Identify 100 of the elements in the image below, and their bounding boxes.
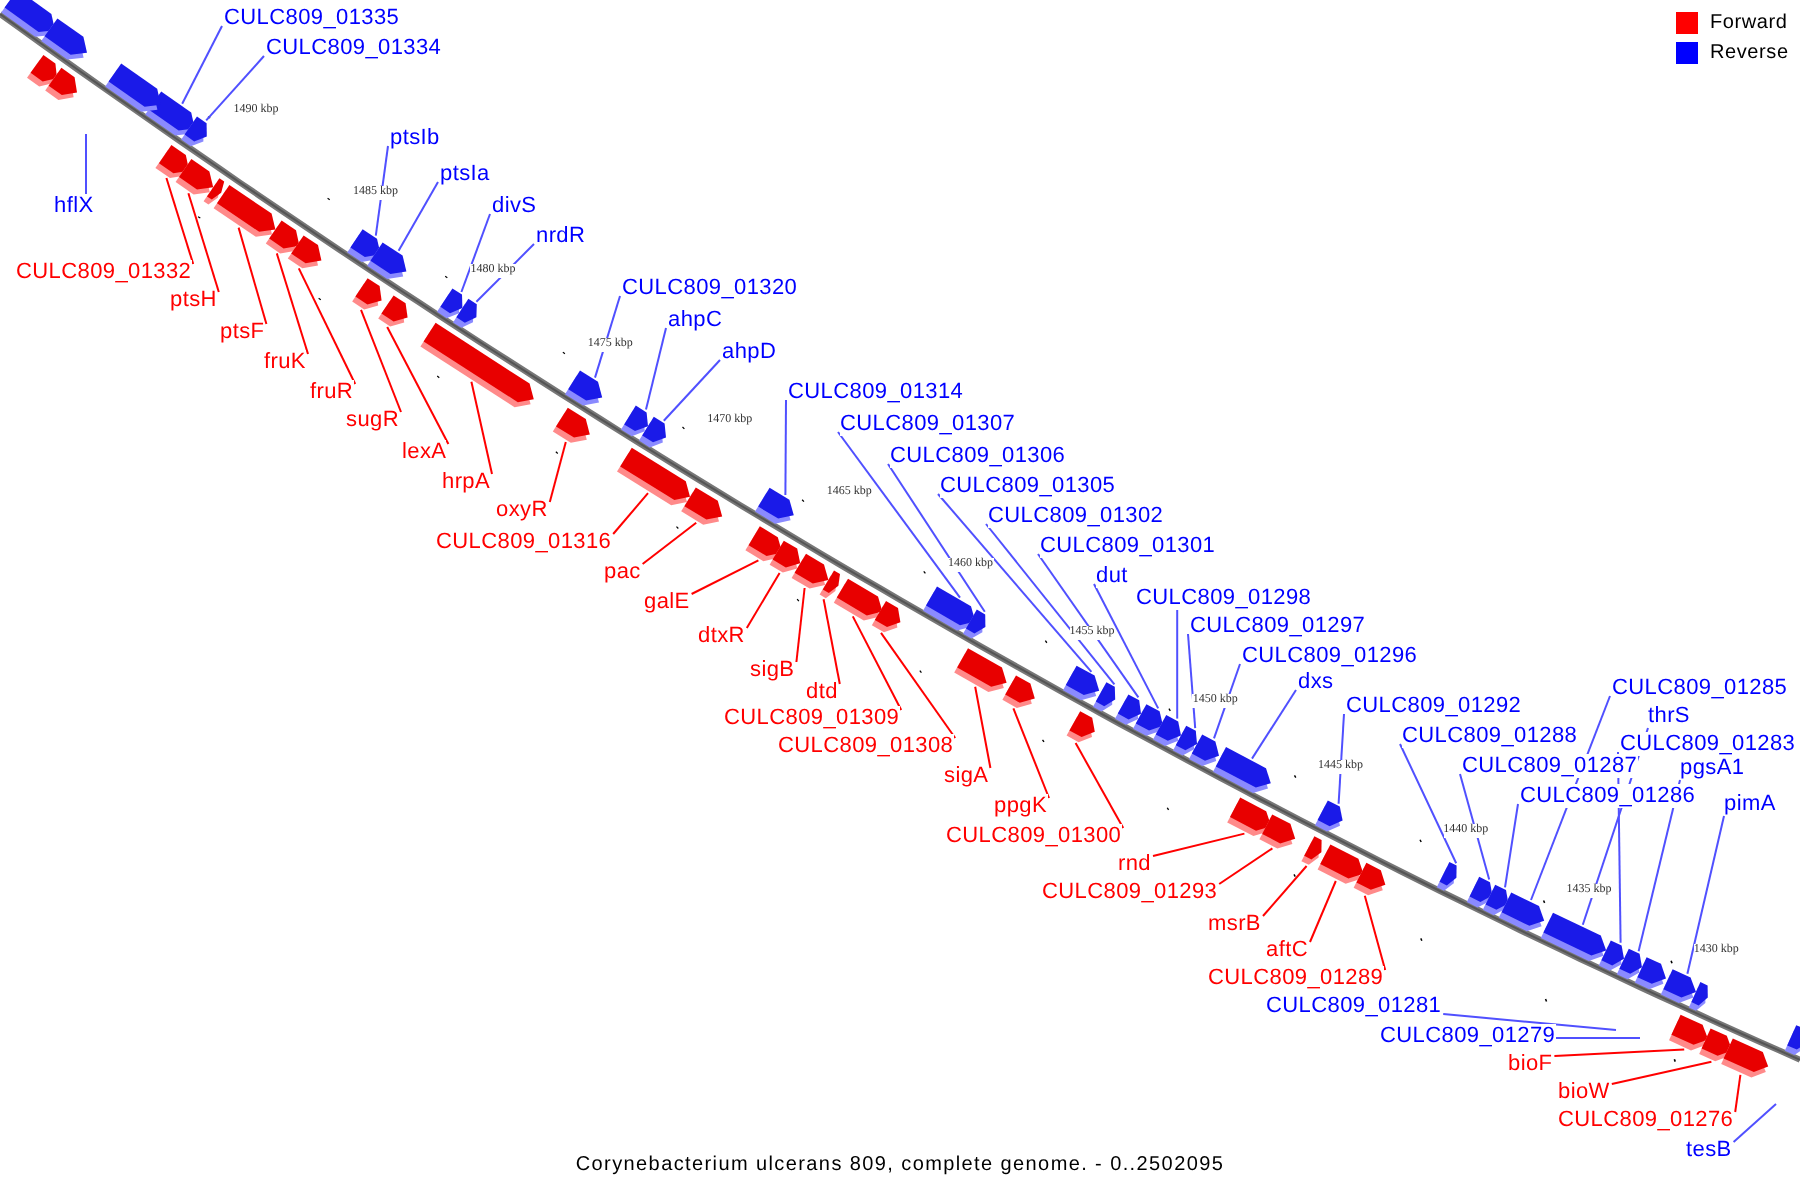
gene-label: CULC809_01334	[266, 36, 442, 60]
leader-line	[297, 267, 357, 385]
gene-feature	[1002, 675, 1035, 708]
leader-line	[181, 25, 223, 105]
gene-label: lexA	[402, 440, 447, 464]
leader-line	[1553, 1048, 1686, 1057]
gene-label: CULC809_01283	[1620, 732, 1796, 756]
gene-label: dtxR	[698, 624, 745, 648]
gene-feature	[769, 540, 801, 573]
leader-line	[237, 226, 268, 325]
gene-label: CULC809_01332	[16, 260, 192, 284]
leader-line	[1251, 689, 1297, 760]
legend-label: Reverse	[1710, 42, 1789, 64]
gene-label: pac	[604, 560, 641, 584]
gene-feature	[755, 487, 794, 524]
gene-feature	[27, 55, 57, 87]
gene-label: CULC809_01292	[1346, 694, 1522, 718]
leader-line	[397, 181, 439, 252]
leader-line	[85, 133, 87, 195]
leader-line	[1399, 743, 1458, 865]
leader-line	[548, 441, 567, 503]
gene-feature	[1115, 694, 1141, 725]
gene-label: CULC809_01279	[1380, 1024, 1556, 1048]
gene-feature	[1688, 982, 1708, 1011]
gene-feature	[352, 278, 382, 310]
gene-feature	[1301, 836, 1322, 865]
leader-line	[1610, 1060, 1713, 1085]
gene-feature	[871, 601, 901, 633]
gene-label: CULC809_01305	[940, 474, 1116, 498]
gene-feature	[552, 407, 590, 443]
leader-line	[1187, 633, 1197, 730]
leader-line	[165, 177, 195, 265]
gene-feature	[1353, 862, 1386, 896]
gene-label: sigA	[944, 764, 989, 788]
leader-line	[937, 493, 1093, 673]
gene-label: oxyR	[496, 498, 548, 522]
gene-label: CULC809_01302	[988, 504, 1164, 528]
leader-line	[645, 327, 667, 411]
gene-feature	[1598, 940, 1624, 971]
leader-line	[1459, 773, 1491, 881]
gene-feature	[639, 416, 666, 448]
leader-line	[187, 192, 220, 293]
gene-label: CULC809_01281	[1266, 994, 1442, 1018]
gene-feature	[1540, 912, 1607, 961]
gene-feature	[1093, 682, 1116, 712]
gene-label: divS	[492, 194, 537, 218]
leader-line	[205, 55, 265, 122]
gene-label: CULC809_01296	[1242, 644, 1418, 668]
leader-line	[784, 399, 787, 496]
leader-line	[386, 326, 450, 445]
leader-line	[612, 492, 649, 535]
gene-feature	[105, 63, 161, 112]
gene-label: CULC809_01316	[436, 530, 612, 554]
gene-label: ahpD	[722, 340, 777, 364]
leader-line	[1363, 894, 1387, 971]
gene-feature	[181, 116, 207, 147]
leader-line	[795, 587, 806, 663]
gene-feature	[367, 242, 407, 279]
leader-line	[1554, 1037, 1641, 1039]
gene-label: galE	[644, 590, 690, 614]
gene-label: bioF	[1508, 1052, 1553, 1076]
leader-line	[594, 295, 621, 379]
gene-feature	[1669, 1014, 1709, 1051]
gene-label: ppgK	[994, 794, 1047, 818]
gene-feature	[819, 570, 840, 599]
gene-label: msrB	[1208, 912, 1261, 936]
leader-line	[851, 615, 903, 711]
gene-label: bioW	[1558, 1080, 1610, 1104]
gene-label: ptsIa	[440, 162, 490, 186]
leader-line	[1012, 707, 1050, 799]
gene-feature	[963, 609, 986, 639]
legend-label: Forward	[1710, 12, 1788, 34]
leader-line	[662, 359, 721, 422]
gene-label: CULC809_01297	[1190, 614, 1366, 638]
gene-feature	[287, 235, 322, 269]
gene-feature	[621, 405, 648, 437]
gene-feature	[45, 67, 77, 100]
gene-label: CULC809_01301	[1040, 534, 1216, 558]
gene-label: ptsF	[220, 320, 265, 344]
gene-label: hflX	[54, 194, 94, 218]
gene-label: ptsH	[170, 288, 217, 312]
gene-feature	[1066, 711, 1095, 743]
gene-label: aftC	[1266, 938, 1308, 962]
leader-line	[1176, 609, 1179, 720]
gene-label: CULC809_01285	[1612, 676, 1788, 700]
leader-line	[1218, 847, 1274, 885]
gene-feature	[1213, 747, 1271, 793]
gene-feature	[1315, 800, 1343, 832]
gene-label: dtd	[806, 680, 838, 704]
leader-line	[985, 523, 1116, 686]
gene-label: nrdR	[536, 224, 586, 248]
leader-line	[1213, 663, 1241, 740]
gene-feature	[954, 648, 1007, 692]
gene-label: CULC809_01308	[778, 734, 954, 758]
gene-label: CULC809_01300	[946, 824, 1122, 848]
gene-feature	[1227, 797, 1272, 836]
leader-line	[1442, 1013, 1617, 1031]
leader-line	[1337, 713, 1345, 805]
leader-line	[690, 559, 760, 595]
gene-label: CULC809_01307	[840, 412, 1016, 436]
